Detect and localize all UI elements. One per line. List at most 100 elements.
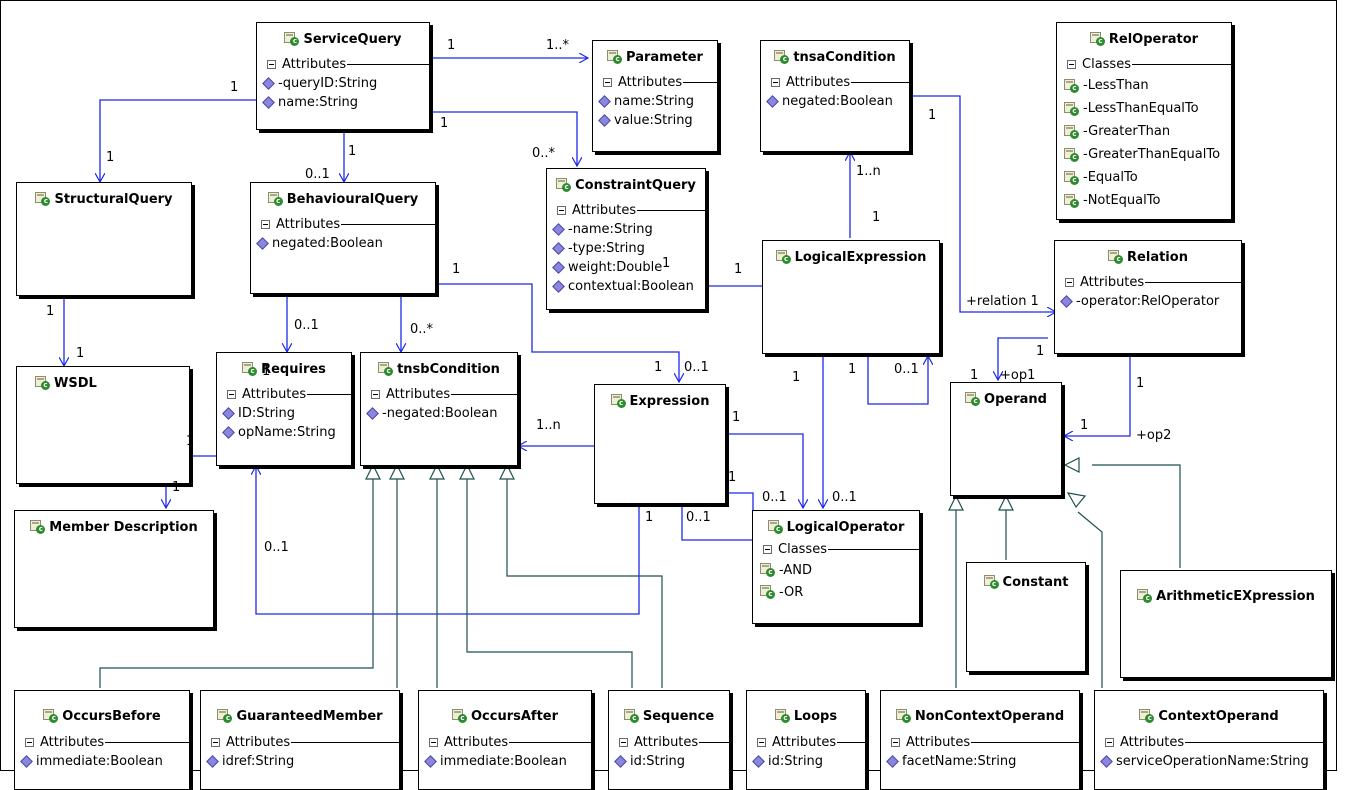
role-label: +relation 1 (966, 294, 1039, 309)
class-name: ServiceQuery (303, 31, 402, 47)
class-name: OccursAfter (470, 708, 559, 724)
multiplicity-label: 0..1 (305, 167, 330, 182)
collapse-toggle-icon[interactable] (1105, 738, 1114, 747)
collapse-toggle-icon[interactable] (371, 390, 380, 399)
collapse-toggle-icon[interactable] (429, 738, 438, 747)
multiplicity-label: 1 (728, 470, 737, 485)
multiplicity-label: 1..n (536, 418, 561, 433)
collapse-toggle-icon[interactable] (619, 738, 628, 747)
multiplicity-label: 1 (447, 38, 456, 53)
attribute-item: serviceOperationName:String (1095, 752, 1323, 771)
class-icon: c (35, 192, 51, 206)
multiplicity-label: 1 (645, 510, 654, 525)
class-name: Sequence (642, 708, 715, 724)
nested-class-item: c-EqualTo (1057, 166, 1231, 189)
class-icon: c (378, 362, 394, 376)
class-name: ArithmeticEXpression (1156, 588, 1315, 604)
collapse-toggle-icon[interactable] (771, 78, 780, 87)
attribute-icon (222, 407, 235, 420)
class-name: WSDL (54, 375, 97, 391)
class-name: Operand (984, 391, 1047, 407)
collapse-toggle-icon[interactable] (261, 220, 270, 229)
assoc-behavioural-expression (436, 283, 679, 382)
class-icon: c (267, 192, 283, 206)
assoc-logicalexpr-self (867, 352, 928, 405)
collapse-toggle-icon[interactable] (227, 390, 236, 399)
collapse-toggle-icon[interactable] (1065, 278, 1074, 287)
multiplicity-label: 1 (46, 304, 55, 319)
multiplicity-label: 0..1 (894, 362, 919, 377)
attribute-item: -name:String (547, 220, 705, 239)
class-icon: c (1108, 250, 1124, 264)
nested-class-item: c-OR (753, 581, 919, 603)
attribute-icon (1100, 755, 1113, 768)
section-label: Attributes (634, 735, 699, 750)
multiplicity-label: 1 (1136, 376, 1145, 391)
collapse-toggle-icon[interactable] (603, 78, 612, 87)
nested-class-item: c-GreaterThan (1057, 120, 1231, 143)
attribute-item: contextual:Boolean (547, 277, 705, 296)
attribute-icon (552, 261, 565, 274)
collapse-toggle-icon[interactable] (557, 206, 566, 215)
gen-loops-line (506, 478, 663, 688)
class-icon: c (1064, 147, 1079, 162)
attribute-icon (424, 755, 437, 768)
section-label: Attributes (1120, 735, 1185, 750)
section-label: Attributes (906, 735, 971, 750)
attribute-item: negated:Boolean (251, 234, 435, 253)
class-icon: c (774, 709, 790, 723)
class-name: tnsaCondition (793, 49, 896, 65)
multiplicity-label: 1 (1036, 344, 1045, 359)
multiplicity-label: 1 (440, 116, 449, 131)
nested-class-item: c-AND (753, 559, 919, 581)
collapse-toggle-icon[interactable] (267, 60, 276, 69)
attribute-icon (222, 426, 235, 439)
attribute-icon (552, 242, 565, 255)
section-label: Attributes (618, 75, 683, 90)
collapse-toggle-icon[interactable] (891, 738, 900, 747)
class-icon: c (242, 362, 258, 376)
collapse-toggle-icon[interactable] (1067, 60, 1076, 69)
class-name: LogicalExpression (794, 249, 927, 265)
collapse-toggle-icon[interactable] (757, 738, 766, 747)
class-name: ConstraintQuery (575, 177, 696, 193)
attribute-item: weight:Double (547, 258, 705, 277)
class-name: Expression (629, 393, 710, 409)
class-name: Member Description (49, 519, 198, 535)
assoc-servicequery-structuralquery (100, 99, 256, 182)
collapse-toggle-icon[interactable] (763, 545, 772, 554)
attribute-icon (752, 755, 765, 768)
class-icon: c (1089, 32, 1105, 46)
class-name: BehaviouralQuery (286, 191, 419, 207)
multiplicity-label: 1 (848, 362, 857, 377)
class-name: GuaranteedMember (236, 708, 383, 724)
collapse-toggle-icon[interactable] (211, 738, 220, 747)
collapse-toggle-icon[interactable] (25, 738, 34, 747)
multiplicity-label: 1 (76, 346, 85, 361)
